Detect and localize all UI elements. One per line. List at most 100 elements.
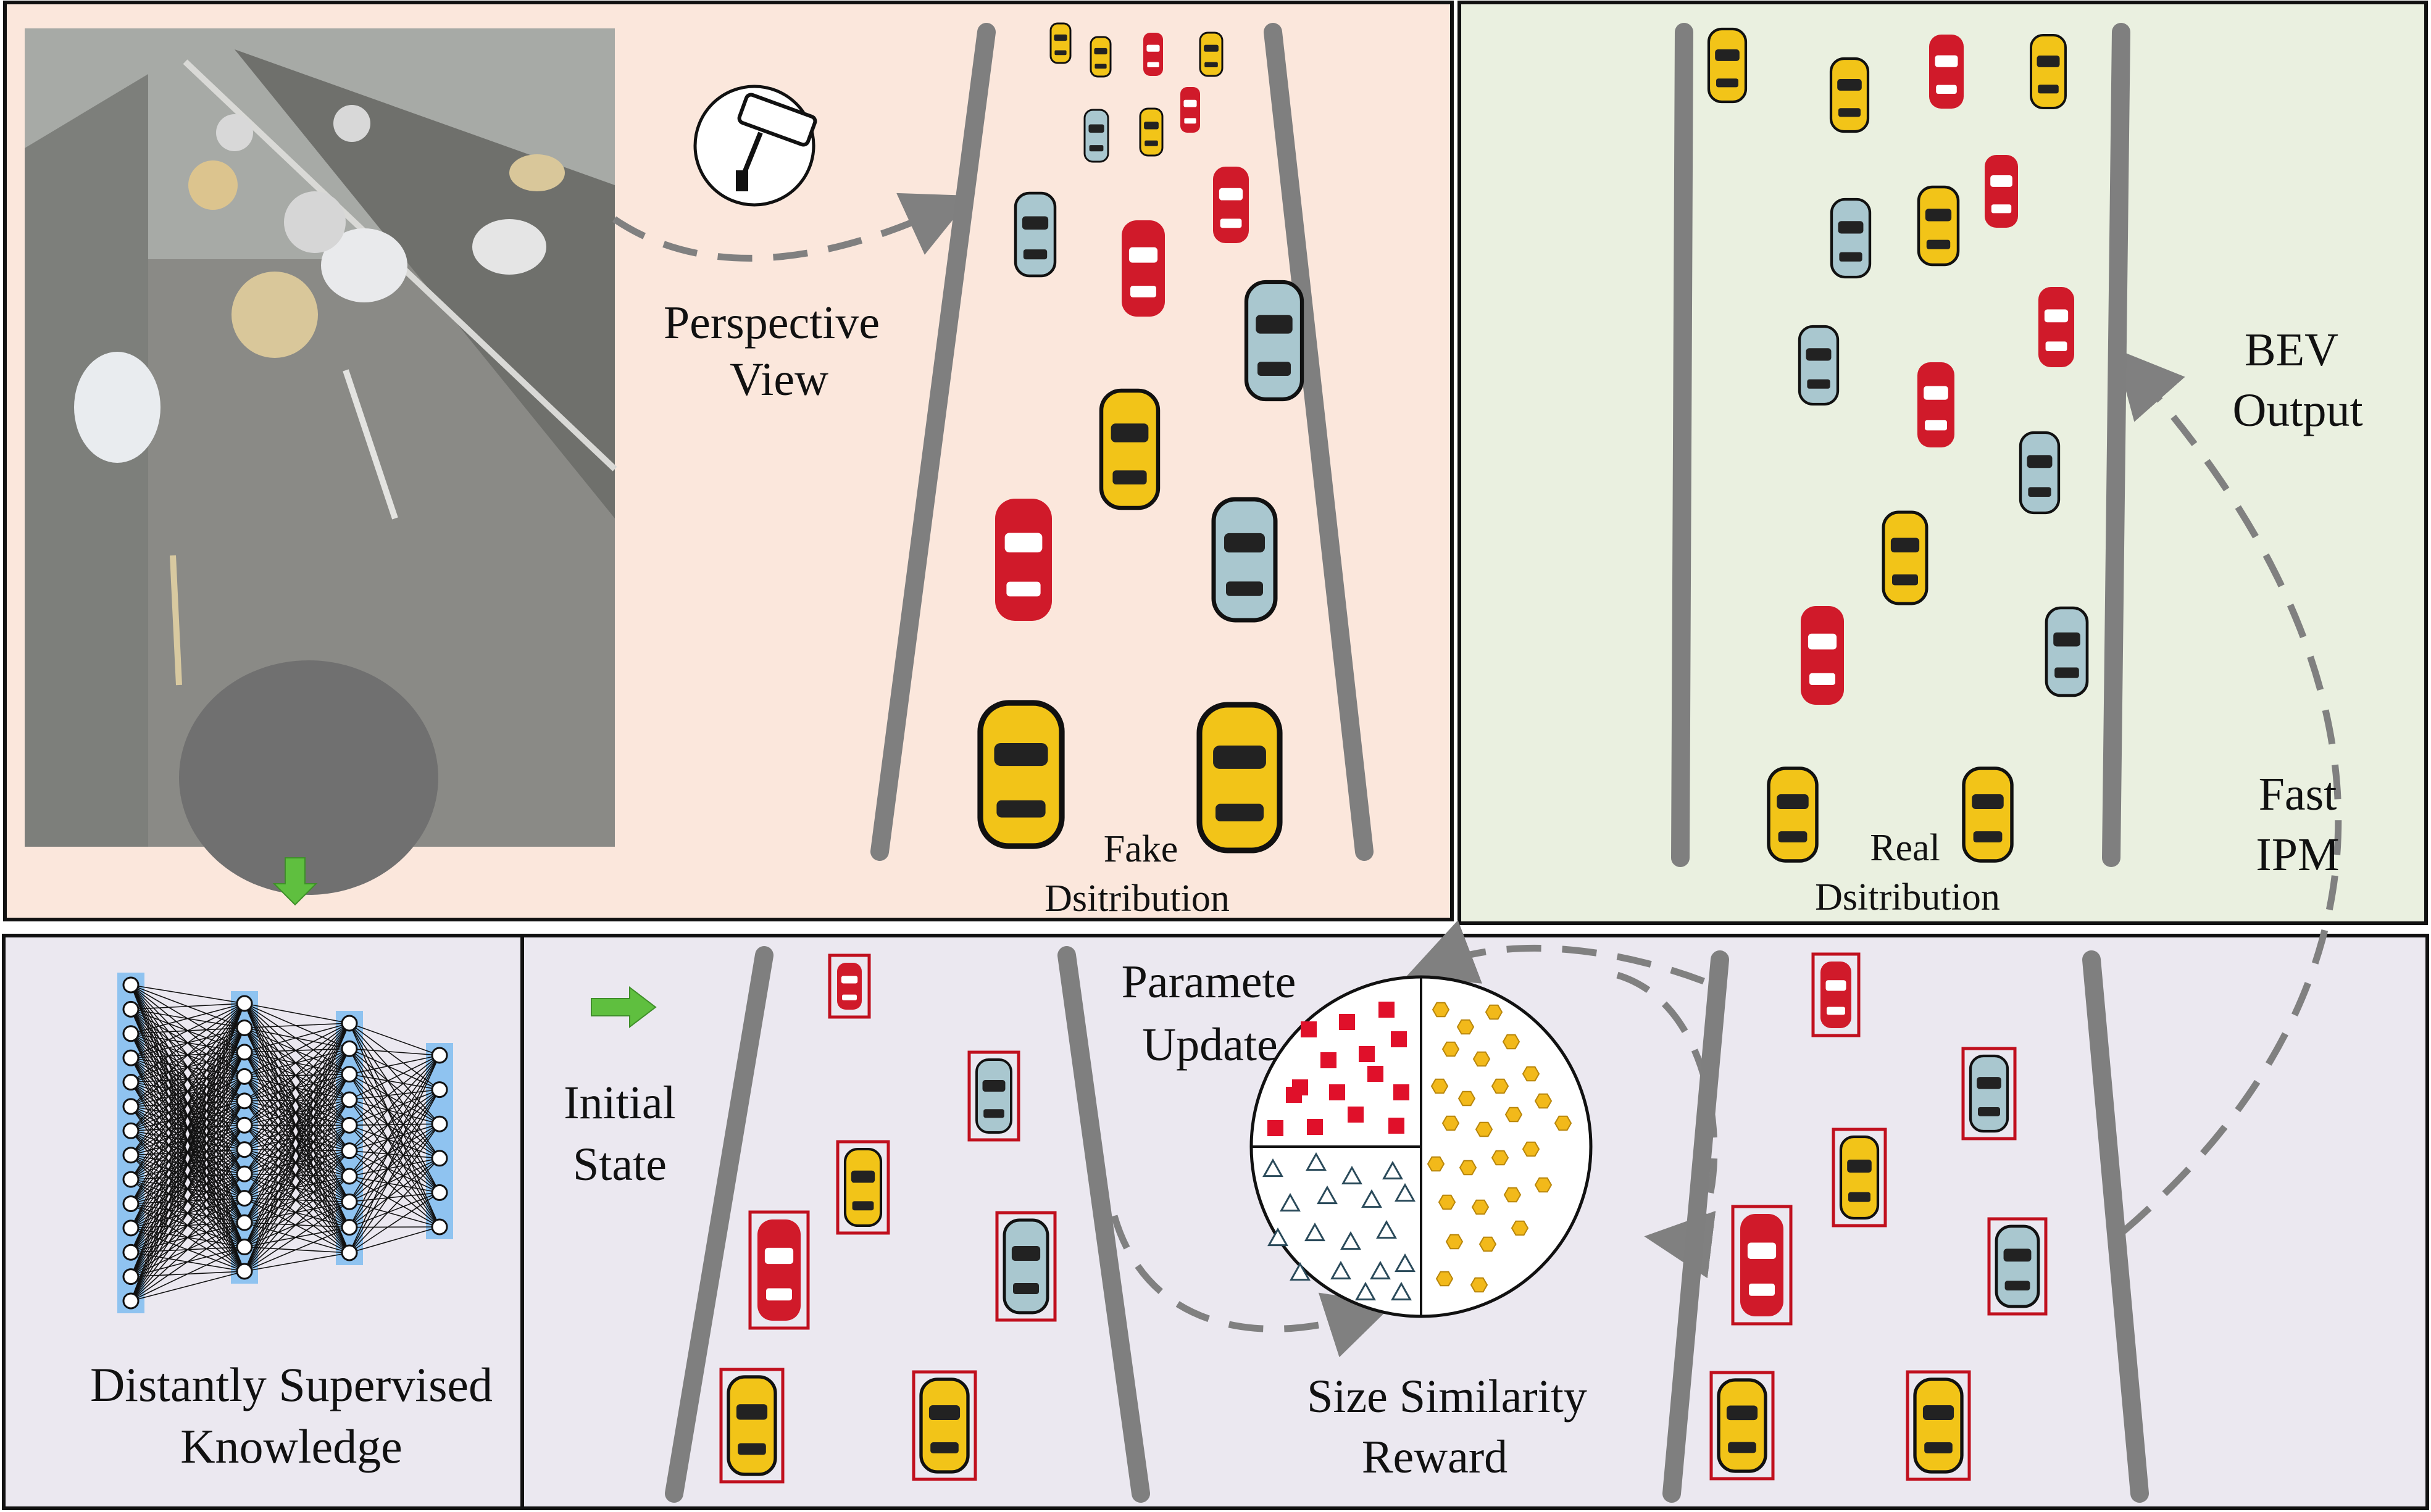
nn-node — [122, 1268, 140, 1286]
size-similarity-reward-line1: Size Similarity — [1307, 1371, 1587, 1423]
bev-ipm-arrow — [2114, 348, 2342, 1234]
car-icon — [1196, 702, 1283, 854]
cluster-triangle — [1306, 1152, 1327, 1171]
cluster-triangle — [1317, 1185, 1338, 1205]
cluster-hexagon — [1430, 1078, 1449, 1094]
cluster-hexagon — [1456, 1019, 1475, 1035]
car-icon — [1180, 87, 1200, 133]
car-icon — [1985, 155, 2018, 228]
cluster-triangle — [1395, 1182, 1416, 1202]
car-icon — [719, 1368, 785, 1484]
nn-node — [122, 1098, 140, 1115]
parameter-update-line1: Paramete — [1122, 956, 1296, 1008]
bounding-box — [1961, 1047, 2017, 1140]
cluster-square — [1339, 1014, 1355, 1030]
cluster-hexagon — [1503, 1187, 1522, 1203]
cluster-square — [1329, 1084, 1345, 1100]
cluster-triangle — [1395, 1253, 1416, 1273]
car-icon — [2045, 606, 2089, 697]
car-layer — [719, 22, 2089, 1484]
cluster-hexagon — [1471, 1199, 1490, 1215]
nn-node — [341, 1066, 358, 1083]
cluster-triangle — [1330, 1260, 1351, 1280]
cluster-triangle — [1376, 1219, 1397, 1239]
cluster-triangle — [1370, 1260, 1391, 1280]
bounding-box — [1906, 1370, 1971, 1481]
param-update-arrow-top — [1406, 920, 1705, 985]
real-distribution-line2: Dsitribution — [1815, 876, 2000, 918]
nn-node — [122, 1219, 140, 1237]
cluster-hexagon — [1522, 1066, 1540, 1082]
cluster-hexagon — [1441, 1041, 1460, 1057]
car-icon — [1801, 606, 1844, 705]
distantly-supervised-line1: Distantly Supervised — [90, 1358, 493, 1411]
cluster-square — [1320, 1052, 1336, 1068]
bounding-box — [1811, 952, 1861, 1037]
cluster-square — [1301, 1021, 1317, 1037]
fake-distribution-line1: Fake — [1104, 828, 1178, 870]
cluster-hexagon — [1502, 1034, 1520, 1050]
cluster-hexagon — [1459, 1160, 1477, 1176]
nn-node — [236, 1019, 253, 1036]
nn-node — [122, 1292, 140, 1310]
cluster-hexagon — [1432, 1002, 1450, 1018]
car-icon — [1829, 57, 1870, 133]
cluster-hexagon — [1522, 1141, 1540, 1157]
cluster-triangle — [1262, 1158, 1283, 1178]
cluster-hexagon — [1470, 1277, 1488, 1293]
nn-node — [236, 1068, 253, 1085]
car-icon — [1014, 191, 1057, 278]
car-icon — [995, 499, 1052, 621]
bounding-box — [836, 1140, 890, 1235]
perspective-view-line2: View — [730, 354, 828, 405]
car-icon — [1199, 31, 1224, 77]
cluster-square — [1307, 1119, 1323, 1135]
fake-distribution-line2: Dsitribution — [1045, 878, 1230, 920]
cluster-hexagon — [1438, 1194, 1456, 1210]
cluster-hexagon — [1427, 1156, 1445, 1172]
nn-node — [341, 1142, 358, 1160]
nn-node — [236, 1116, 253, 1134]
nn-node — [341, 1040, 358, 1057]
car-icon — [1139, 107, 1164, 157]
cluster-hexagon — [1457, 1090, 1476, 1107]
car-icon — [1707, 27, 1748, 104]
perspective-view-line1: Perspective — [664, 297, 880, 349]
bev-panel — [1457, 1, 2428, 925]
car-icon — [995, 1211, 1057, 1322]
nn-node — [341, 1193, 358, 1210]
nn-node — [431, 1150, 448, 1167]
car-icon — [1962, 766, 2014, 863]
car-icon — [1211, 497, 1278, 623]
nn-node — [122, 976, 140, 994]
cluster-triangle — [1382, 1160, 1403, 1180]
car-icon — [1832, 1128, 1887, 1227]
cluster-hexagon — [1472, 1051, 1491, 1067]
nn-node — [122, 1195, 140, 1212]
nn-node — [122, 1122, 140, 1139]
cluster-square — [1267, 1120, 1283, 1136]
bottom-panel — [2, 934, 2429, 1510]
cluster-triangle — [1280, 1192, 1301, 1212]
car-icon — [1122, 220, 1165, 317]
cluster-triangle — [1361, 1189, 1382, 1208]
cluster-hexagon — [1511, 1220, 1529, 1236]
nn-node — [122, 1171, 140, 1188]
bounding-box — [1731, 1205, 1793, 1326]
perspective-arrow — [612, 193, 973, 262]
car-icon — [1917, 185, 1960, 267]
nn-node — [236, 1263, 253, 1280]
car-icon — [1213, 167, 1249, 243]
nn-node — [341, 1116, 358, 1134]
cluster-triangle — [1341, 1165, 1362, 1185]
car-icon — [1961, 1047, 2017, 1140]
car-icon — [1830, 197, 1872, 279]
parameter-update-line2: Update — [1142, 1019, 1277, 1071]
cluster-hexagon — [1485, 1004, 1503, 1020]
nn-node — [431, 1047, 448, 1064]
car-icon — [2019, 431, 2061, 515]
car-icon — [912, 1370, 977, 1481]
bounding-box — [995, 1211, 1057, 1322]
initial-state-line1: Initial — [564, 1077, 676, 1129]
bounding-box — [748, 1210, 810, 1330]
